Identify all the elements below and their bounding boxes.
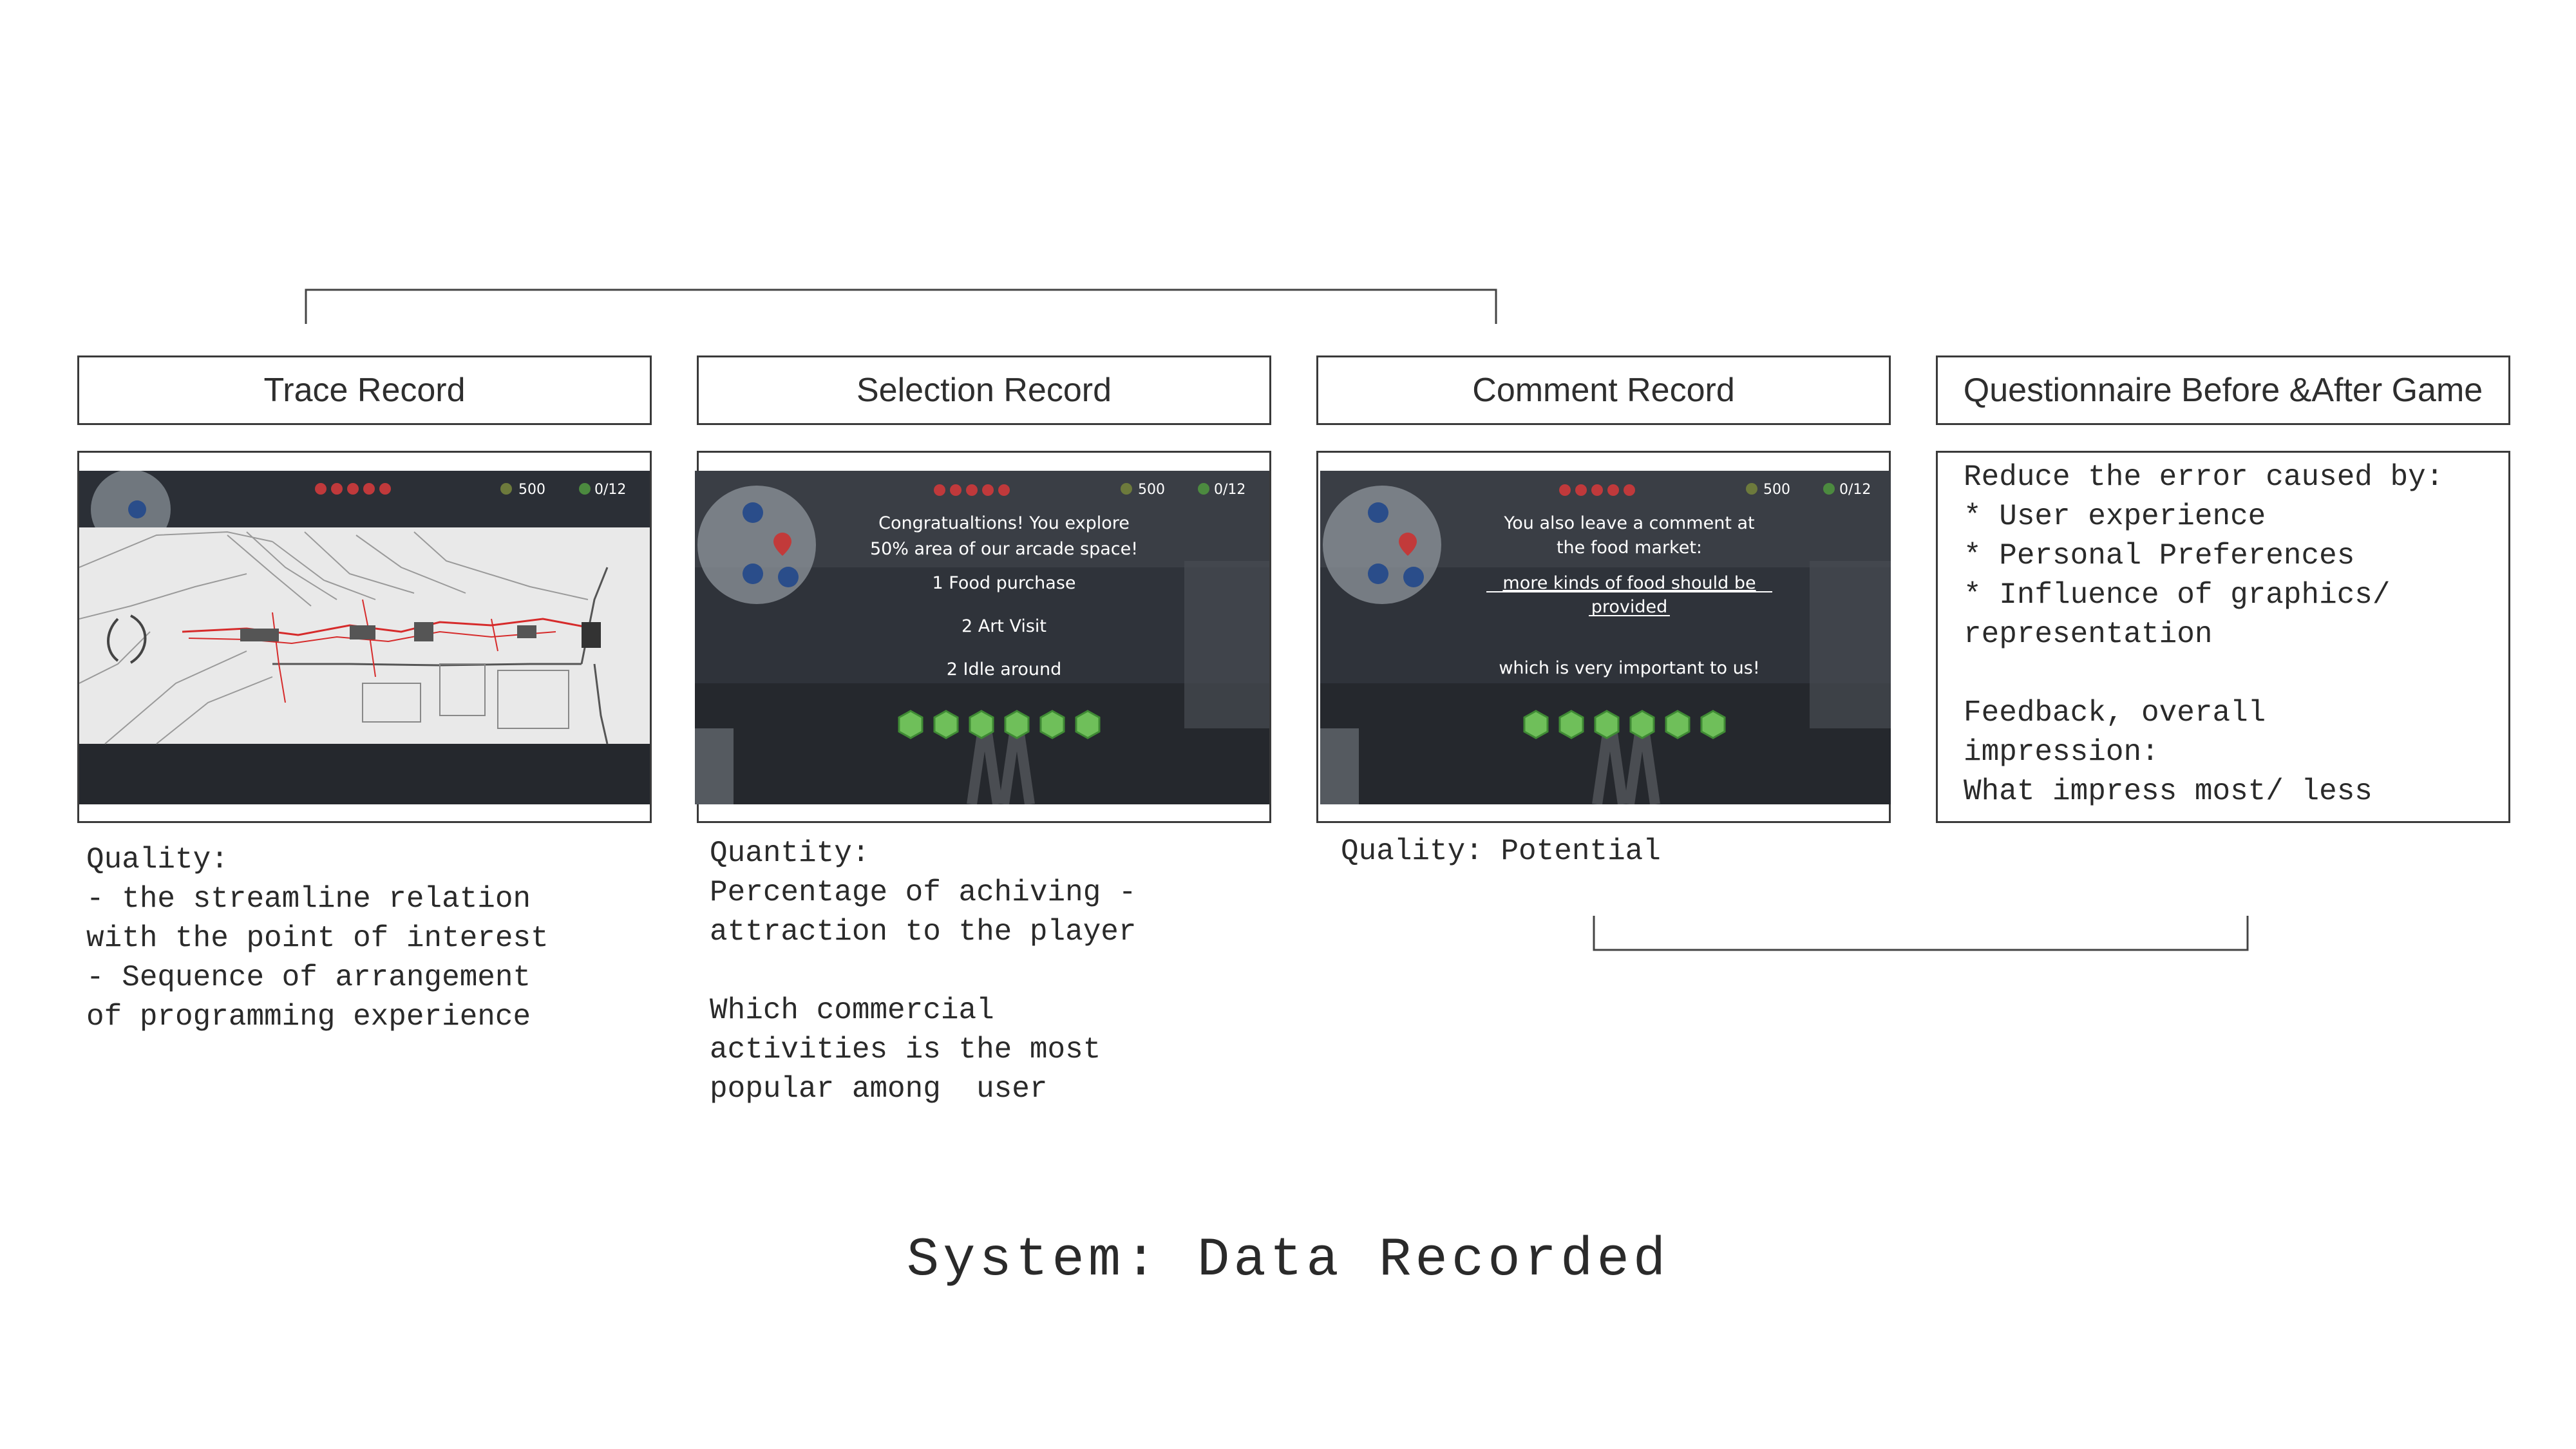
questionnaire-frame: Reduce the error caused by: * User exper…: [1936, 451, 2510, 823]
comment-user-text-line2: provided: [1591, 597, 1668, 617]
trace-note: Quality: - the streamline relation with …: [86, 843, 549, 1034]
header-selection-record: Selection Record: [697, 355, 1271, 425]
header-comment-label: Comment Record: [1472, 372, 1735, 409]
comment-user-text-line1: more kinds of food should be: [1502, 573, 1756, 593]
selection-screenshot: 500 0/12 Congratualtions! You explore 50…: [695, 471, 1269, 804]
header-questionnaire-label: Questionnaire Before &After Game: [1963, 372, 2483, 409]
comment-gem-row: [1523, 710, 1726, 739]
diagram-title: System: Data Recorded: [906, 1230, 1670, 1291]
trace-record-frame: 500 0/12: [77, 451, 652, 823]
header-selection-label: Selection Record: [857, 372, 1112, 409]
header-questionnaire: Questionnaire Before &After Game: [1936, 355, 2510, 425]
selection-item-1: 1 Food purchase: [932, 573, 1075, 593]
selection-game-scene: 500 0/12 Congratualtions! You explore 50…: [695, 471, 1269, 804]
comment-note: Quality: Potential: [1341, 835, 1661, 868]
comment-stars: [1559, 484, 1635, 496]
top-bracket: [305, 289, 1497, 324]
trace-game-scene: 500 0/12: [79, 471, 650, 804]
header-trace-record: Trace Record: [77, 355, 652, 425]
selection-record-frame: 500 0/12 Congratualtions! You explore 50…: [695, 451, 1271, 823]
trace-screenshot: 500 0/12: [79, 471, 650, 804]
comment-closing-line: which is very important to us!: [1499, 658, 1759, 678]
selection-coin-count: 500: [1138, 482, 1165, 498]
selection-item-2: 2 Art Visit: [961, 616, 1046, 636]
trace-map: [79, 527, 650, 744]
trace-coin-count: 500: [518, 482, 545, 498]
selection-item-3: 2 Idle around: [947, 659, 1062, 679]
selection-congrats-line2: 50% area of our arcade space!: [870, 539, 1138, 559]
selection-gem-row: [898, 710, 1101, 739]
comment-screenshot: 500 0/12 You also leave a comment at the…: [1320, 471, 1891, 804]
comment-gem-count: 0/12: [1839, 482, 1871, 498]
bottom-bracket: [1593, 916, 2249, 951]
header-comment-record: Comment Record: [1316, 355, 1891, 425]
selection-congrats-line1: Congratualtions! You explore: [878, 513, 1130, 533]
comment-record-frame: 500 0/12 You also leave a comment at the…: [1316, 451, 1891, 823]
comment-line2: the food market:: [1557, 538, 1702, 558]
trace-gem-count: 0/12: [594, 482, 626, 498]
comment-coin-count: 500: [1763, 482, 1790, 498]
questionnaire-text: Reduce the error caused by: * User exper…: [1964, 460, 2444, 808]
selection-note: Quantity: Percentage of achiving - attra…: [710, 837, 1137, 1106]
comment-line1: You also leave a comment at: [1503, 513, 1754, 533]
trace-stars: [315, 483, 391, 495]
header-trace-label: Trace Record: [263, 372, 466, 409]
selection-gem-count: 0/12: [1214, 482, 1245, 498]
selection-stars: [934, 484, 1010, 496]
comment-game-scene: 500 0/12 You also leave a comment at the…: [1320, 471, 1891, 804]
